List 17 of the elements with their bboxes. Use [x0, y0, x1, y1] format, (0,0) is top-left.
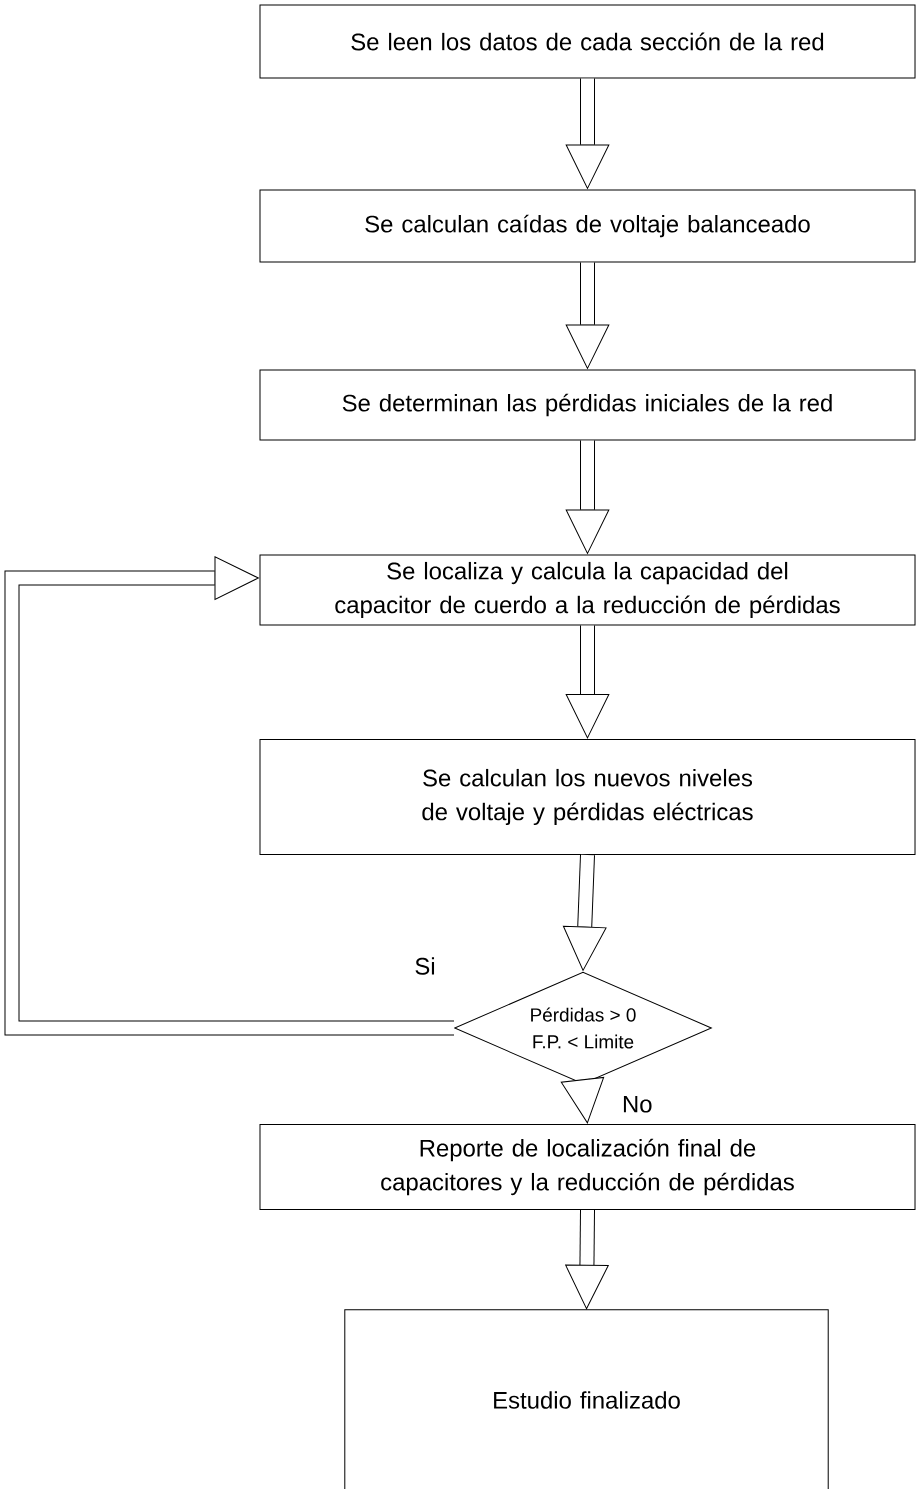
hollow-arrow [562, 854, 607, 971]
process-box: Se leen los datos de cada sección de la red [259, 4, 916, 79]
process-box: Se determinan las pérdidas iniciales de la red [259, 369, 916, 441]
hollow-arrow [565, 78, 610, 189]
hollow-arrow [565, 440, 610, 554]
hollow-arrow [565, 1209, 609, 1310]
hollow-arrow [4, 556, 454, 1036]
edge-label: Si [415, 957, 435, 975]
hollow-arrow [565, 262, 610, 369]
process-box: Se calculan los nuevos niveles de voltaje y pérdidas eléctricas [259, 739, 916, 855]
process-box: Se calculan caídas de voltaje balanceado [259, 189, 916, 263]
edge-label: No [623, 1095, 652, 1113]
hollow-arrow [565, 625, 610, 739]
process-box: Se localiza y calcula la capacidad del capacitor de cuerdo a la reducción de pérdidas [259, 554, 916, 626]
hollow-arrow [560, 1076, 605, 1124]
process-box: Estudio finalizado [344, 1309, 829, 1489]
process-box: Reporte de localización final de capacitores y la reducción de pérdidas [259, 1124, 916, 1210]
